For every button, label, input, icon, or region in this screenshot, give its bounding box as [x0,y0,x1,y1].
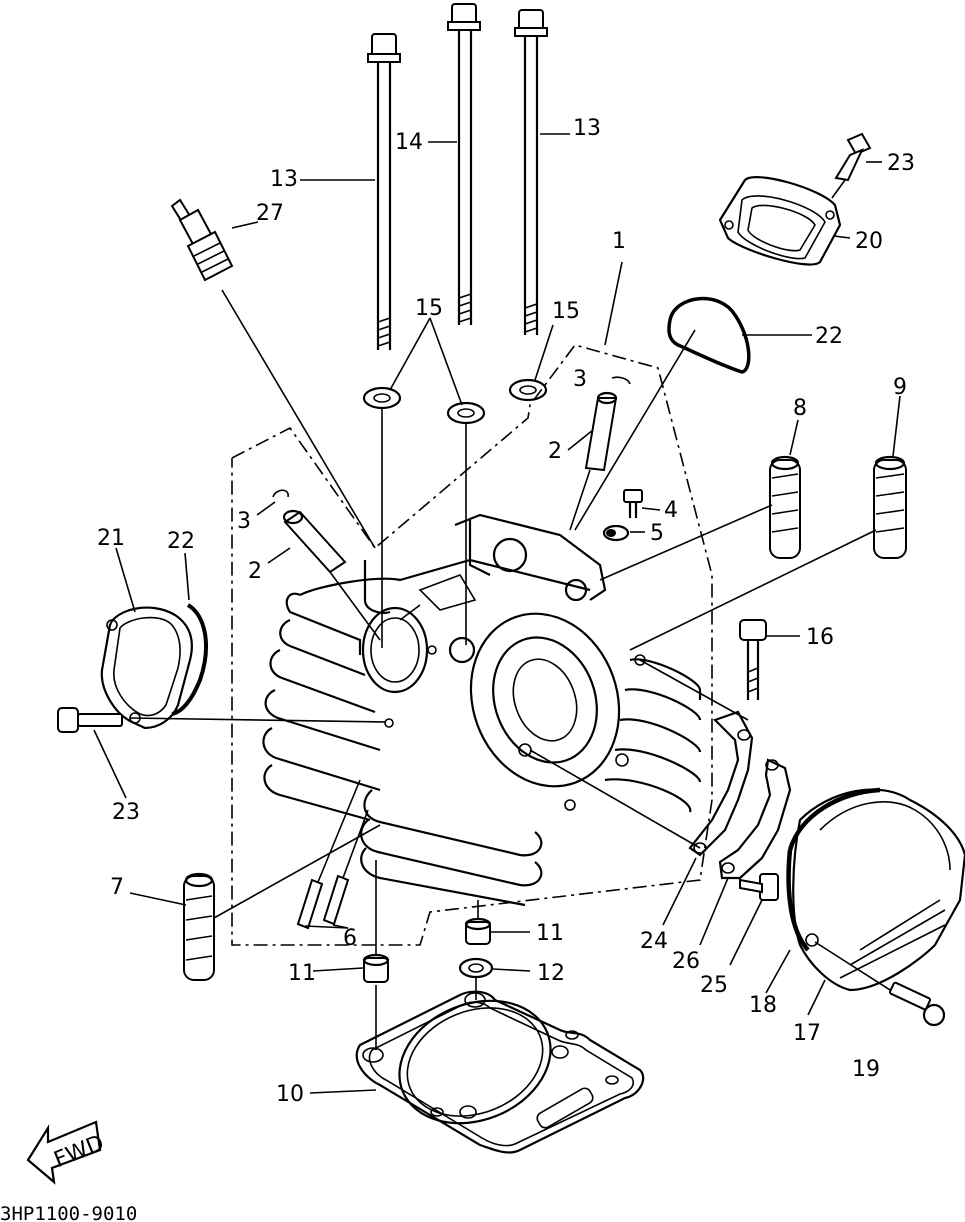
label-22b: 22 [167,529,195,554]
label-3a: 3 [573,367,587,392]
head-gasket [355,990,645,1154]
dowel-pins [362,860,494,1050]
label-20: 20 [855,229,883,254]
spark-plug [170,198,376,549]
label-21: 21 [97,526,125,551]
label-23a: 23 [887,151,915,176]
label-3b: 3 [237,509,251,534]
label-13b: 13 [573,116,601,141]
label-10: 10 [276,1082,304,1107]
washers-15 [362,378,548,648]
label-26: 26 [672,949,700,974]
label-6: 6 [343,926,357,951]
intake-manifold [718,132,872,266]
oring-gasket-22 [574,297,751,531]
label-11a: 11 [536,921,564,946]
tensioner-gasket [529,619,792,901]
label-7: 7 [110,875,124,900]
label-2b: 2 [248,559,262,584]
label-2a: 2 [548,439,562,464]
label-5: 5 [650,521,664,546]
label-16: 16 [806,625,834,650]
diagram-code: 3HP1100-9010 [0,1203,137,1222]
label-15b: 15 [552,299,580,324]
rubber-seals-7-8-9 [183,455,907,981]
label-22a: 22 [815,324,843,349]
label-13a: 13 [270,167,298,192]
label-14: 14 [395,130,423,155]
label-27: 27 [256,201,284,226]
label-18: 18 [749,993,777,1018]
label-17: 17 [793,1021,821,1046]
screw-and-washer [602,489,643,542]
valve-guides [272,376,631,641]
fwd-arrow [26,1120,102,1185]
label-8: 8 [793,396,807,421]
label-9: 9 [893,375,907,400]
studs-6 [296,779,369,930]
label-24: 24 [640,929,668,954]
label-15a: 15 [415,296,443,321]
label-23b: 23 [112,800,140,825]
side-cover-right [786,787,965,1027]
label-4: 4 [664,498,678,523]
label-1: 1 [612,229,626,254]
head-bolts [367,3,548,350]
label-19: 19 [852,1057,880,1082]
label-12: 12 [537,961,565,986]
side-cover-left [57,603,386,733]
assembly-outline [231,344,713,946]
label-11b: 11 [288,961,316,986]
cylinder-head-body [262,513,702,907]
leader-lines [93,133,901,1094]
label-25: 25 [700,973,728,998]
part-labels: 1 2 2 3 3 4 5 6 7 8 9 10 11 11 12 13 13 … [97,116,915,1107]
